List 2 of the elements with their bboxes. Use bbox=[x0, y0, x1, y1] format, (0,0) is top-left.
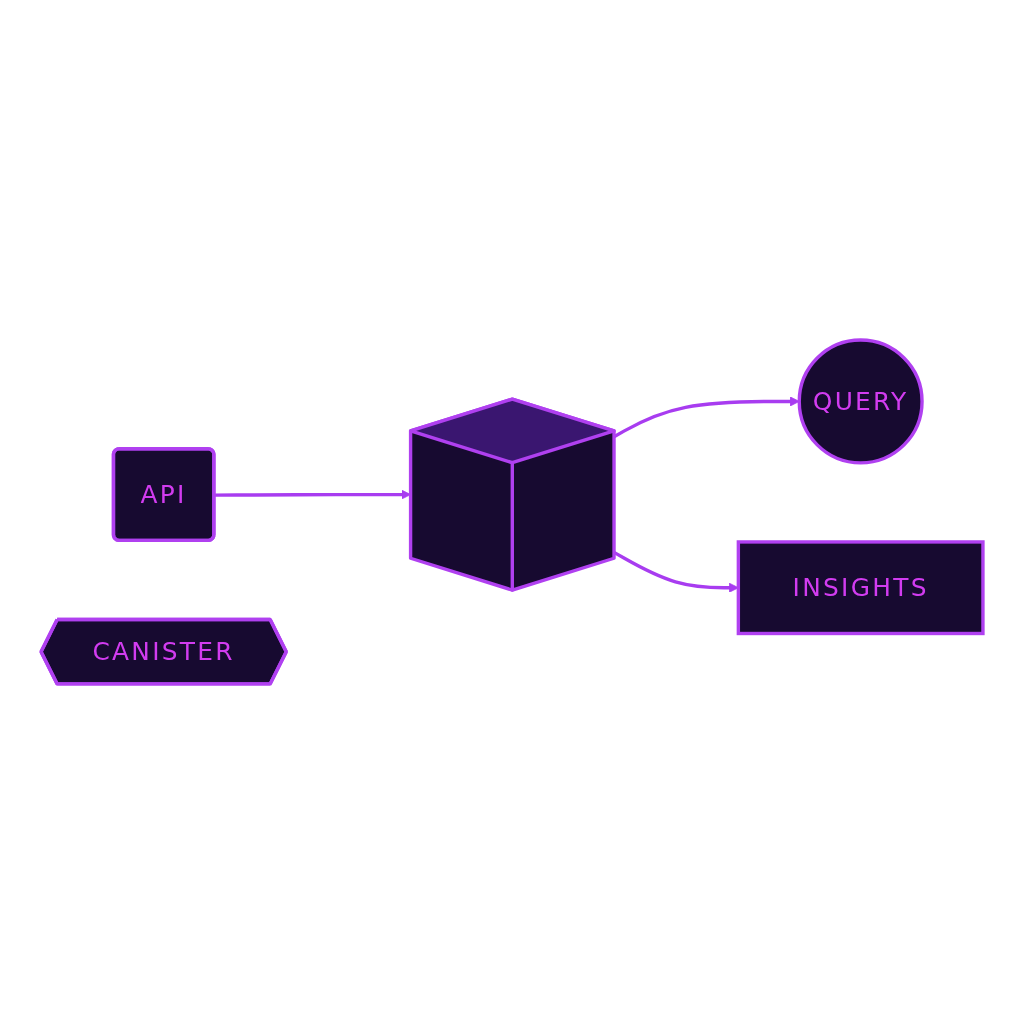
node-circle: QUERY bbox=[797, 338, 924, 465]
node-box: INSIGHTS bbox=[736, 540, 985, 636]
